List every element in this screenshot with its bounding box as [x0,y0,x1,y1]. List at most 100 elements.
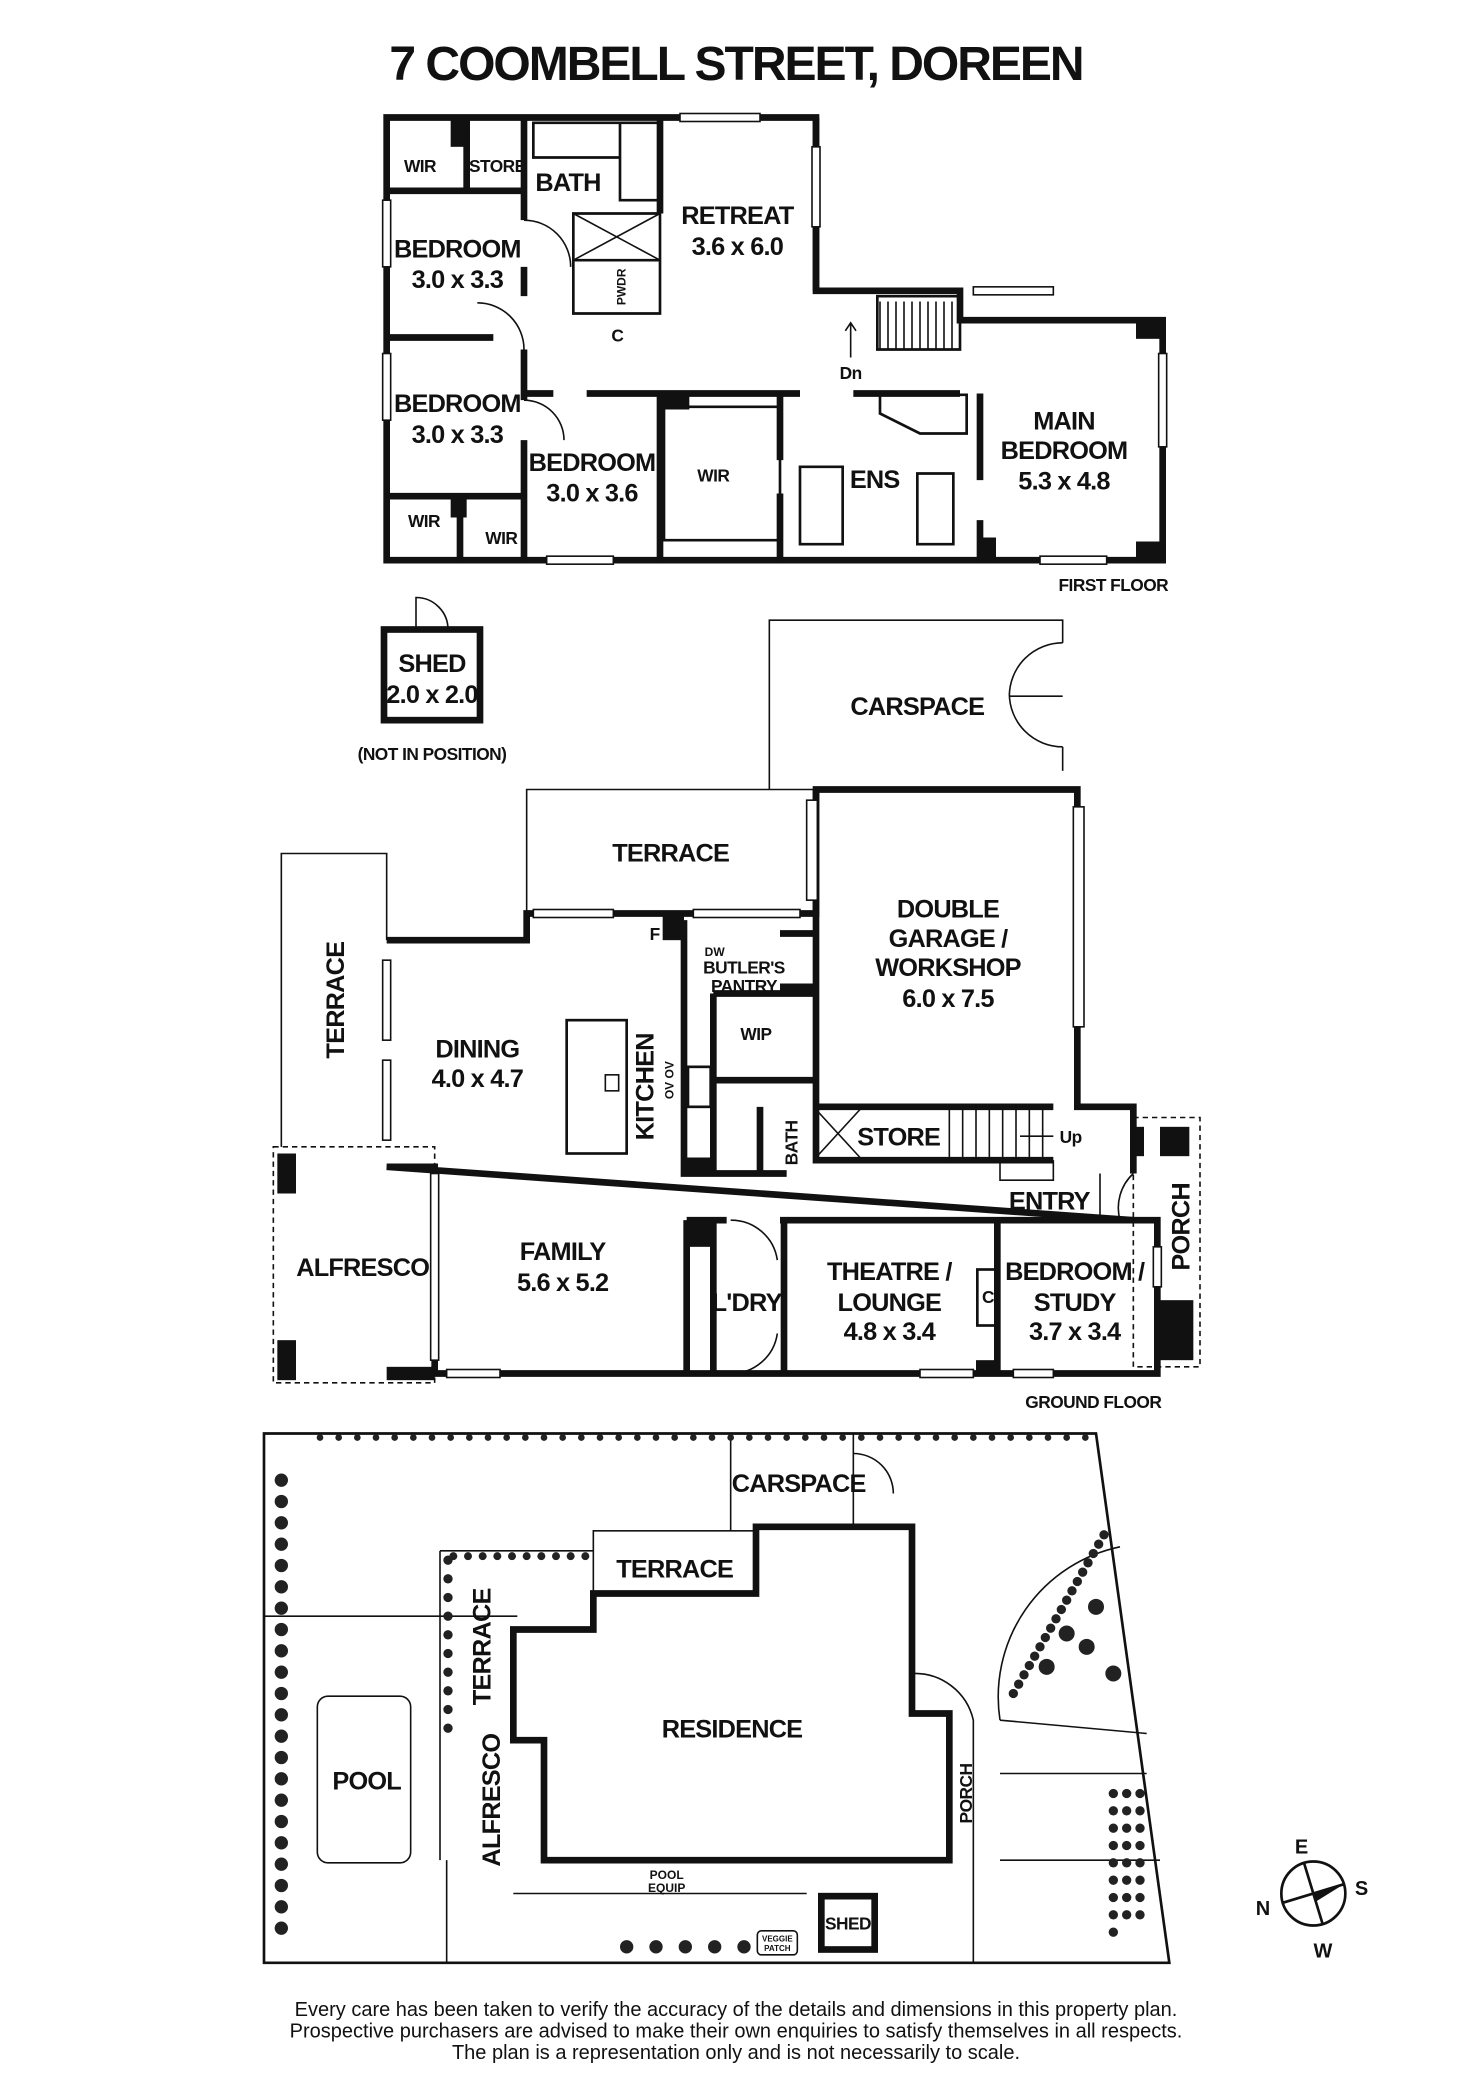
alfresco-outline [272,1146,436,1384]
room-label-wir: WIR [408,511,441,531]
hedge-dot [1135,1875,1145,1885]
hedge-dot [274,1708,288,1722]
hedge-dot [1035,1642,1045,1652]
compass-icon: N E S W [1256,1837,1369,1963]
hedge-dot [1044,1434,1052,1441]
hedge-dot [1094,1539,1104,1549]
garage-size: 6.0 x 7.5 [902,985,994,1013]
property-title: 7 COOMBELL STREET, DOREEN [389,38,1082,91]
hedge-dot [1135,1823,1145,1833]
site-paths [264,1433,1160,1963]
hedge-dot [1046,1623,1056,1633]
room-label-bedroom: BEDROOM [529,449,656,477]
dining-label: DINING [435,1036,519,1064]
disclaimer-line: The plan is a representation only and is… [452,2042,1020,2064]
stairs-icon [815,1108,1101,1221]
hedge-dot [559,1434,566,1441]
carspace-gate [1008,642,1063,748]
hedge-dot [649,1940,663,1954]
stairs-down-label: Dn [840,363,862,383]
floor-label-first: FIRST FLOOR [1059,575,1170,595]
site-porch-label: PORCH [956,1764,976,1824]
hedge-dot [540,1434,548,1441]
veggie-patch-label: PATCH [764,1944,791,1953]
hedge-dot [1108,1823,1118,1833]
hedge-dot [1135,1858,1145,1868]
family-label: FAMILY [520,1238,607,1266]
hedge-dot [652,1434,660,1441]
theatre-label: LOUNGE [838,1289,942,1317]
room-label-ens: ENS [850,466,900,494]
room-label-store: STORE [469,156,526,176]
hedge-dot [274,1665,288,1679]
hedge-dot [1108,1910,1118,1920]
hedge-dot [1078,1567,1088,1577]
family-size: 5.6 x 5.2 [517,1269,609,1297]
hedge-dot [1105,1665,1122,1682]
site-terrace-label: TERRACE [469,1588,497,1705]
hedge-dot [1058,1625,1075,1642]
wip-label: WIP [740,1024,771,1044]
hedge-dot [1026,1434,1033,1441]
hedge-dot [274,1601,288,1615]
room-label-main-bedroom: BEDROOM [1001,437,1128,465]
hedge-dot [1108,1875,1118,1885]
hedge-dot [466,1434,473,1441]
hedge-dot [410,1434,417,1441]
bath-label: BATH [781,1120,801,1165]
hedge-dot [1135,1910,1145,1920]
hedge-dot [1122,1806,1132,1816]
hedge-dot [1108,1858,1118,1868]
hedge-dot [690,1434,697,1441]
room-label-bath: BATH [535,169,600,197]
shed-size: 2.0 x 2.0 [386,681,478,709]
hedge-dot [354,1434,361,1441]
hedge-dot [783,1434,790,1441]
fridge-label: F [650,924,660,944]
hedges-and-trees [274,1434,1145,1954]
compass-s: S [1355,1878,1368,1900]
hedge-dot [274,1750,288,1765]
hedge-dot [274,1729,288,1743]
site-alfresco-label: ALFRESCO [478,1734,506,1867]
veggie-patch-outline [756,1930,799,1956]
hedge-dot [932,1434,940,1441]
butlers-pantry-label: BUTLER'S [703,958,785,978]
hedge-dot [1078,1638,1095,1655]
hedge-dot [274,1857,288,1871]
hedge-dot [508,1552,516,1561]
hedge-dot [876,1434,884,1441]
bedroom-study-label: STUDY [1034,1289,1117,1317]
hedge-dot [1122,1910,1132,1920]
hedge-dot [1135,1806,1145,1816]
hedge-dot [1135,1840,1145,1851]
hedge-dot [447,1434,454,1441]
compass-n: N [1256,1898,1270,1920]
shed-label: SHED [398,650,466,678]
first-floor-plan: WIR STORE BATH RETREAT 3.6 x 6.0 BEDROOM… [381,112,1170,595]
room-label-wir: WIR [485,528,518,548]
door-swing [415,596,449,630]
hedge-dot [1072,1576,1082,1587]
hedge-dot [335,1434,342,1441]
hedge-dot [391,1434,398,1441]
hedge-dot [274,1814,288,1829]
shed-plan: SHED 2.0 x 2.0 (NOT IN POSITION) [358,596,507,764]
hedge-dot [581,1552,590,1561]
hedge-dot [727,1434,734,1441]
hedge-dot [1135,1788,1145,1799]
hedge-dot [1062,1595,1072,1605]
hedge-dot [802,1434,809,1441]
compass-e: E [1295,1837,1308,1859]
hedge-dot [443,1686,453,1696]
butlers-pantry-label: PANTRY [711,976,778,996]
hedge-dot [970,1434,977,1441]
hedge-dot [443,1704,453,1715]
hedge-dot [620,1940,634,1954]
pool-label: POOL [332,1768,401,1796]
hedge-dot [274,1836,288,1850]
residence-label: RESIDENCE [662,1716,803,1744]
hedge-dot [1122,1840,1132,1851]
hedge-dot [478,1552,487,1561]
dishwasher-label: DW [705,945,726,959]
